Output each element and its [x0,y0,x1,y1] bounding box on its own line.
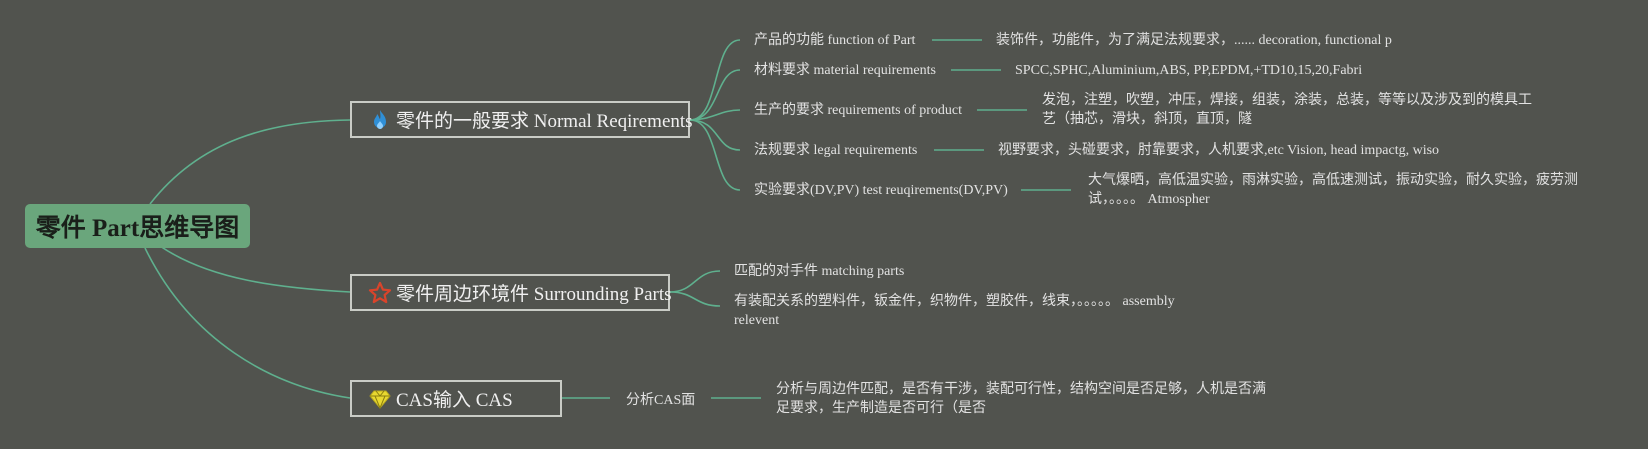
branch-1-item-4-link [689,119,741,151]
item-analyze-cas-surface-detail[interactable]: 分析与周边件匹配，是否有干涉，装配可行性，结构空间是否足够，人机是否满足要求，生… [776,382,1266,416]
branch-1-item-2-link [689,69,741,121]
branch-surrounding-parts-label: 零件周边环境件 Surrounding Parts [396,284,672,305]
branch-surrounding-parts[interactable]: 零件周边环境件 Surrounding Parts [350,274,672,311]
root-topic[interactable]: 零件 Part思维导图 [25,204,250,248]
item-material-requirements[interactable]: 材料要求 material requirements [754,63,936,78]
branch-1-item-1-link [689,39,741,121]
branch-cas-input[interactable]: CAS输入 CAS [350,380,562,417]
branch-normal-requirements-label: 零件的一般要求 Normal Reqirements [396,111,693,132]
item-requirements-of-product-detail[interactable]: 发泡，注塑，吹塑，冲压，焊接，组装，涂装，总装，等等以及涉及到的模具工艺（抽芯，… [1042,93,1532,127]
item-legal-requirements-detail[interactable]: 视野要求，头碰要求，肘靠要求，人机要求,etc Vision, head imp… [998,143,1440,158]
branch-2-item-2-link [669,291,721,307]
branch-1-item-5-link [689,119,741,191]
branch-cas-input-label: CAS输入 CAS [396,390,513,411]
item-assembly-relevent[interactable]: 有装配关系的塑料件，钣金件，织物件，塑胶件，线束，。。。。。 assembly … [734,294,1175,328]
root-to-branch-1-link [149,119,351,205]
branch-normal-requirements[interactable]: 零件的一般要求 Normal Reqirements [350,101,693,138]
root-topic-title: 零件 Part思维导图 [35,215,240,242]
item-function-of-part[interactable]: 产品的功能 function of Part [754,33,916,48]
item-test-requirements-detail[interactable]: 大气爆晒，高低温实验，雨淋实验，高低速测试，振动实验，耐久实验，疲劳测试，。。。… [1088,173,1578,207]
item-test-requirements[interactable]: 实验要求(DV,PV) test reuqirements(DV,PV) [754,183,1008,198]
star-icon [368,281,392,305]
item-function-of-part-detail[interactable]: 装饰件，功能件，为了满足法规要求，...... decoration, func… [996,33,1392,48]
diamond-icon [368,387,392,411]
root-to-branch-2-link [159,245,351,293]
flame-icon [368,108,392,132]
root-to-branch-3-link [144,247,351,399]
branch-2-item-1-link [669,270,721,293]
item-legal-requirements[interactable]: 法规要求 legal requirements [754,143,918,158]
item-requirements-of-product[interactable]: 生产的要求 requirements of product [754,103,963,118]
item-analyze-cas-surface[interactable]: 分析CAS面 [626,393,696,408]
item-matching-parts[interactable]: 匹配的对手件 matching parts [734,264,905,279]
item-material-requirements-detail[interactable]: SPCC,SPHC,Aluminium,ABS, PP,EPDM,+TD10,1… [1015,63,1363,78]
